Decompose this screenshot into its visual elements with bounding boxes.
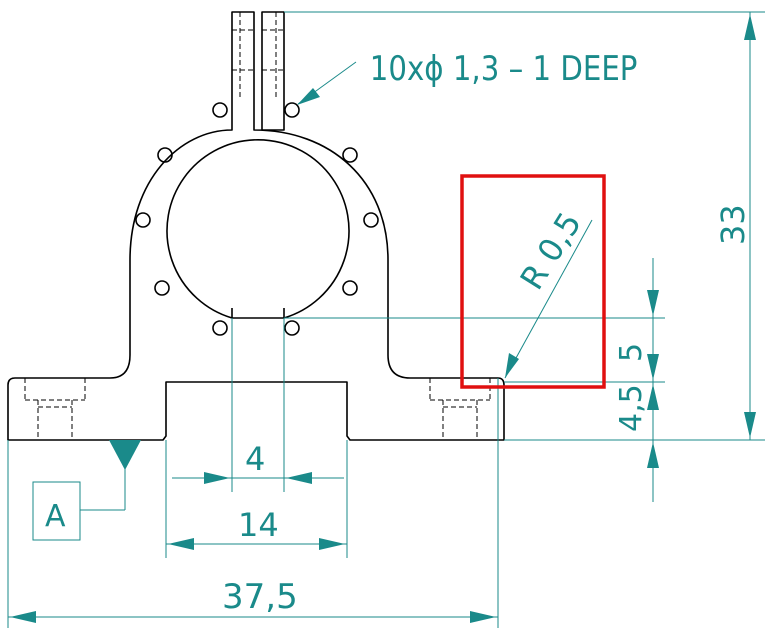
dimension-arrows [10,14,756,623]
hole [363,212,379,228]
hole-note-text: 10xϕ 1,3 – 1 DEEP [370,50,638,89]
highlight-box [460,174,606,389]
radius-text: R 0,5 [513,205,589,296]
dim-14-text: 14 [238,506,279,544]
hole [284,320,300,336]
dim-37-5-text: 37,5 [222,577,298,617]
datum-triangle [109,440,141,470]
hole [342,280,358,296]
dim-33-text: 33 [714,204,752,245]
hole [284,102,300,118]
hole [157,147,173,163]
part-body-outline [7,11,505,441]
dim-4-5-text: 4,5 [614,384,649,432]
hole [342,147,358,163]
dim-5-text: 5 [614,343,649,362]
hole [212,320,228,336]
dimension-lines [7,11,765,628]
hole [154,280,170,296]
hole [212,102,228,118]
datum-label: A [45,499,66,534]
dim-4-text: 4 [245,440,265,478]
clamp-finger-right [261,11,285,131]
hidden-lines [24,12,491,440]
datum-box [32,481,81,541]
hole [135,212,151,228]
mounting-holes [135,102,379,336]
part-outline [7,11,505,441]
bore-circle [166,138,350,319]
